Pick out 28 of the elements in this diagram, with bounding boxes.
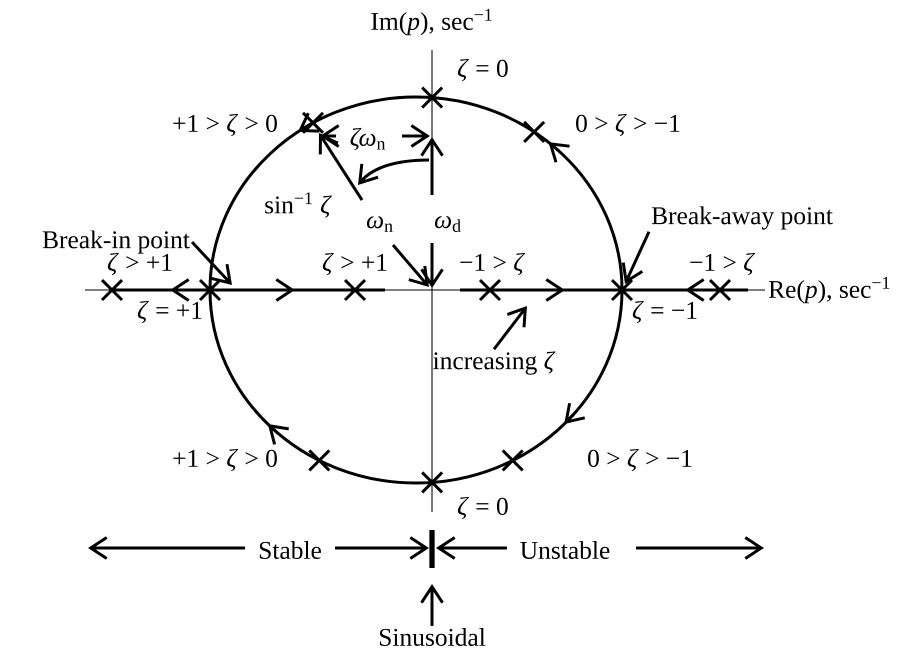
axis-label: Im(p), sec$^{−1}$: [371, 8, 492, 36]
axis-label: ω$_{n}$: [366, 216, 393, 232]
axis-label: +1 > ζ > 0: [173, 448, 277, 472]
axis-label: ζ > +1: [322, 252, 386, 276]
axis-label: 0 > ζ > −1: [576, 114, 680, 136]
axis-label: Stable: [260, 541, 321, 559]
axis-label: sin$^{−1}$ ζ: [265, 192, 332, 218]
axis-label: ζω$_{n}$: [350, 128, 386, 150]
leader-line: [492, 306, 528, 350]
axis-label: ζ = +1: [138, 300, 202, 324]
axis-label: −1 > ζ: [690, 252, 755, 276]
axis-label: ω$_{d}$: [434, 216, 461, 232]
axis-label: Unstable: [520, 541, 610, 559]
axis-label: ζ = 0: [458, 58, 508, 82]
callout-text: Sinusoidal: [380, 628, 486, 646]
leader-line: [420, 584, 444, 626]
axis-label: ζ = −1: [632, 300, 696, 324]
callout-text: Break-in point: [42, 230, 190, 254]
axis-label: −1 > ζ: [460, 252, 525, 276]
callout-text: increasing ζ: [433, 351, 556, 375]
axis-label: 0 > ζ > −1: [588, 448, 692, 472]
leader-line: [622, 231, 650, 284]
axis-label: ζ > +1: [108, 252, 172, 276]
axis-label: +1 > ζ > 0: [173, 114, 277, 136]
leader-line: [190, 241, 232, 285]
axis-label: Re(p), sec$^{−1}$: [768, 276, 890, 304]
callout-text: Break-away point: [652, 206, 833, 230]
axis-label: ζ = 0: [458, 496, 508, 520]
